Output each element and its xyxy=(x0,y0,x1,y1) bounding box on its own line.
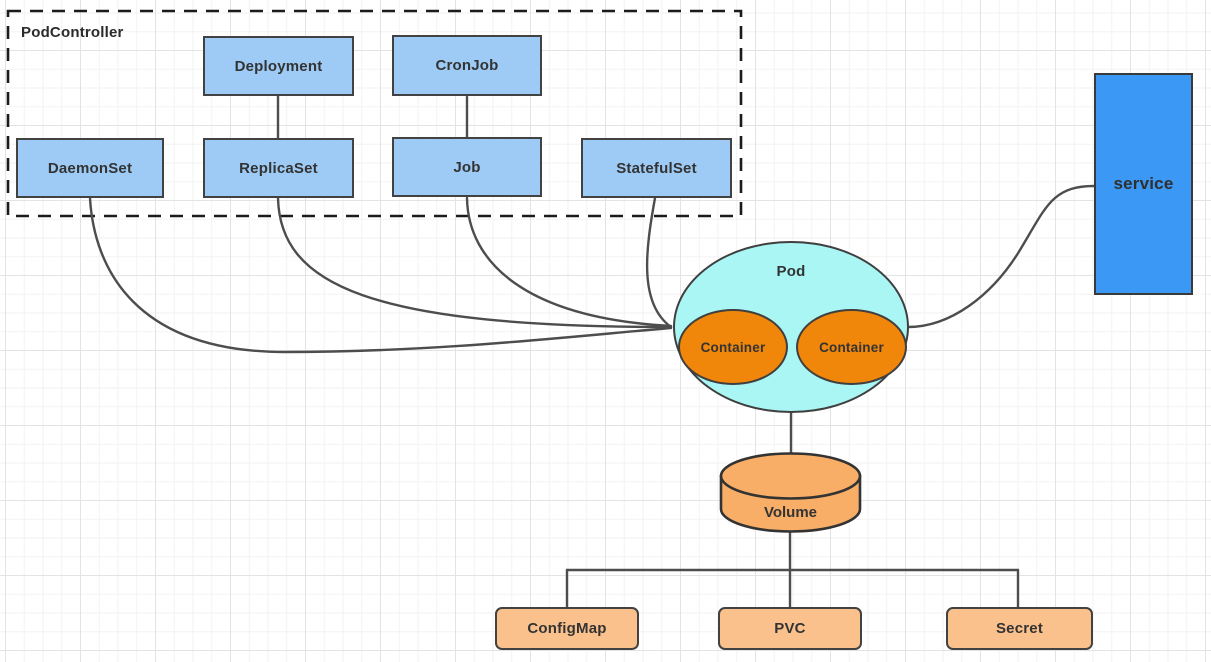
node-deployment-label: Deployment xyxy=(234,57,323,75)
node-daemonset-label: DaemonSet xyxy=(47,159,133,177)
node-service-label: service xyxy=(1113,174,1174,193)
node-pvc-label: PVC xyxy=(774,620,806,637)
node-service[interactable]: service xyxy=(1094,73,1193,295)
edge-pod-service[interactable] xyxy=(906,184,1096,329)
node-pvc[interactable]: PVC xyxy=(718,607,862,650)
node-secret-label: Secret xyxy=(995,620,1044,637)
node-pod-label: Pod xyxy=(776,263,806,280)
node-statefulset[interactable]: StatefulSet xyxy=(581,138,732,198)
node-container-1[interactable]: Container xyxy=(678,309,788,385)
node-container-1-label: Container xyxy=(700,339,766,355)
node-deployment[interactable]: Deployment xyxy=(203,36,354,96)
node-container-2[interactable]: Container xyxy=(796,309,907,385)
edge-statefulset-pod[interactable] xyxy=(645,196,673,329)
edge-job-pod[interactable] xyxy=(465,196,673,328)
volume-cylinder-top[interactable] xyxy=(719,452,862,500)
node-replicaset-label: ReplicaSet xyxy=(239,159,318,177)
node-cronjob-label: CronJob xyxy=(435,57,499,74)
node-configmap[interactable]: ConfigMap xyxy=(495,607,639,650)
node-secret[interactable]: Secret xyxy=(946,607,1093,650)
node-job-label: Job xyxy=(453,158,481,176)
edge-replicaset-pod[interactable] xyxy=(276,196,673,329)
node-configmap-label: ConfigMap xyxy=(527,620,607,637)
node-statefulset-label: StatefulSet xyxy=(616,159,697,177)
node-replicaset[interactable]: ReplicaSet xyxy=(203,138,354,198)
node-daemonset[interactable]: DaemonSet xyxy=(16,138,164,198)
node-volume[interactable] xyxy=(719,452,862,533)
node-container-2-label: Container xyxy=(819,339,884,355)
podcontroller-group-border[interactable] xyxy=(6,9,743,218)
node-cronjob[interactable]: CronJob xyxy=(392,35,542,96)
node-job[interactable]: Job xyxy=(392,137,542,197)
edge-daemonset-pod[interactable] xyxy=(88,196,673,354)
